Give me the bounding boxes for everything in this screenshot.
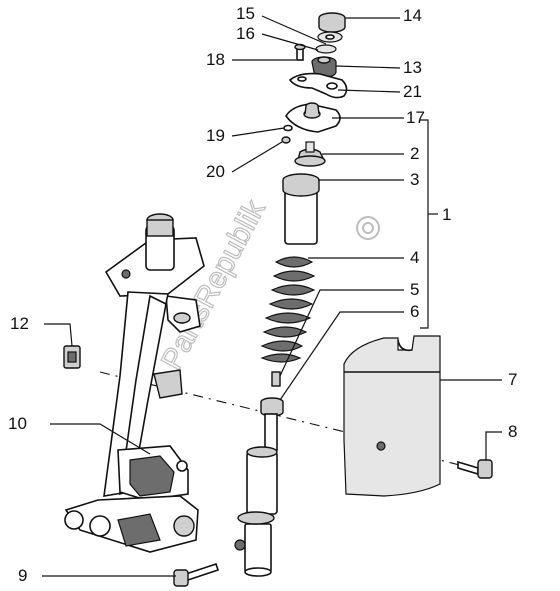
part-16-washer bbox=[317, 31, 343, 43]
label-5: 5 bbox=[410, 280, 419, 299]
label-2: 2 bbox=[410, 144, 419, 163]
part-20-nut bbox=[281, 136, 291, 144]
label-10: 10 bbox=[8, 414, 27, 433]
label-14: 14 bbox=[403, 6, 422, 25]
part-4-spring bbox=[260, 256, 316, 363]
part-15-washer bbox=[315, 44, 337, 54]
part-19-washer bbox=[283, 124, 293, 132]
label-3: 3 bbox=[410, 170, 419, 189]
shock-absorber-body bbox=[234, 413, 278, 577]
part-5-nut bbox=[271, 371, 281, 387]
part-21-bracket bbox=[288, 72, 348, 99]
part-2-buffer bbox=[294, 141, 326, 167]
label-9: 9 bbox=[18, 566, 27, 585]
label-19: 19 bbox=[206, 126, 225, 145]
label-1: 1 bbox=[442, 205, 451, 224]
part-14-cap bbox=[318, 12, 346, 33]
label-8: 8 bbox=[508, 422, 517, 441]
part-9-bolt bbox=[173, 562, 220, 587]
label-7: 7 bbox=[508, 370, 517, 389]
label-15-text: 16 bbox=[236, 24, 255, 43]
part-7-cover bbox=[343, 335, 441, 497]
part-10-swing-arm bbox=[64, 213, 205, 553]
gear-watermark-icon bbox=[356, 216, 380, 240]
label-4: 4 bbox=[410, 248, 419, 267]
leader-lines bbox=[42, 15, 502, 577]
label-17: 17 bbox=[406, 108, 425, 127]
part-labels: 15 14 14 16 18 13 21 17 19 2 20 3 1 4 5 … bbox=[8, 4, 517, 585]
label-13: 13 bbox=[403, 58, 422, 77]
part-12-clip bbox=[63, 345, 81, 369]
label-20: 20 bbox=[206, 162, 225, 181]
label-21: 21 bbox=[403, 82, 422, 101]
label-6: 6 bbox=[410, 302, 419, 321]
label-12: 12 bbox=[10, 314, 29, 333]
part-3-boot bbox=[282, 173, 320, 245]
label-18: 18 bbox=[206, 50, 225, 69]
part-8-bolt bbox=[457, 459, 493, 479]
part-17-plate bbox=[285, 102, 341, 133]
part-18-screw bbox=[294, 43, 306, 61]
label-16: 15 bbox=[236, 4, 255, 23]
